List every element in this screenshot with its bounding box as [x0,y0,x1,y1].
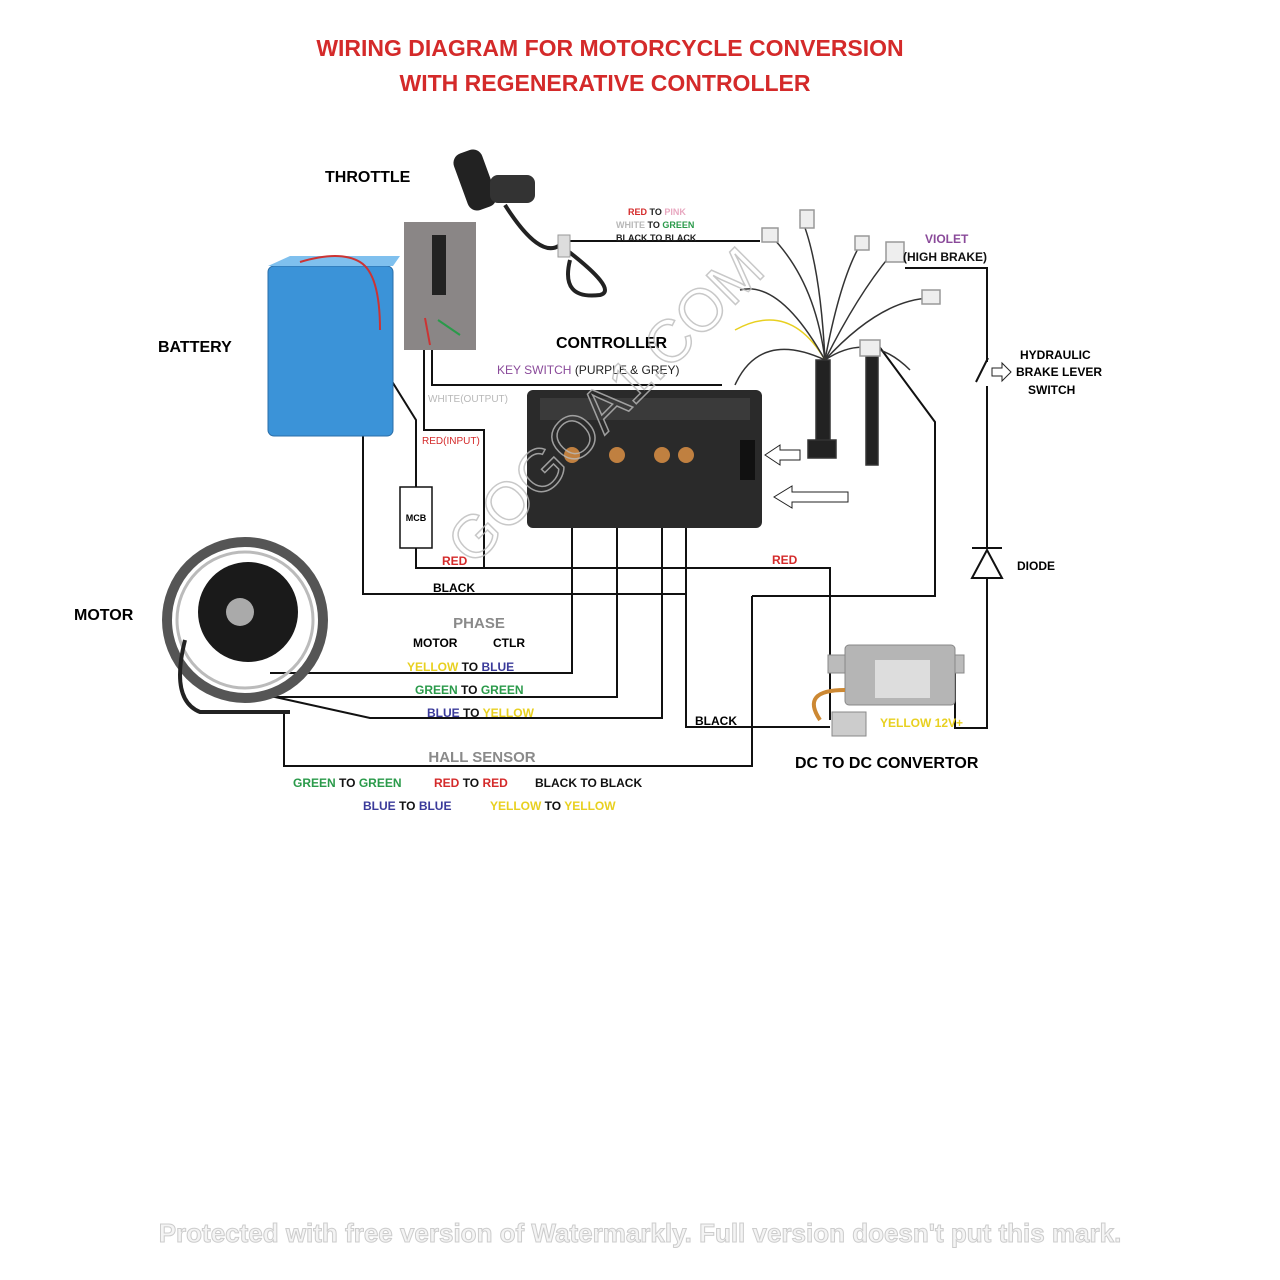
phase-wire-1 [270,528,573,674]
diode-symbol [970,547,1004,579]
phase-wire-2 [270,528,618,698]
mcb-label: MCB [406,513,427,523]
high-brake-label: (HIGH BRAKE) [903,250,987,264]
hall-row: BLACK TO BLACK [535,776,642,790]
arrow-left-icon [764,444,801,466]
brake-switch-label-2: BRAKE LEVER [1016,365,1102,379]
phase-row: YELLOW TO BLUE [407,660,514,674]
arrow-left-icon [773,485,849,509]
key-switch-label: KEY SWITCH (PURPLE & GREY) [497,363,680,377]
phase-wire-3 [274,528,663,719]
controller-image [527,390,762,528]
phase-row: GREEN TO GREEN [415,683,524,697]
battery-image [267,255,400,437]
title-line-1: WIRING DIAGRAM FOR MOTORCYCLE CONVERSION [316,35,903,61]
hall-row: BLUE TO BLUE [363,799,451,813]
red-input-label: RED(INPUT) [422,436,480,447]
hall-row: YELLOW TO YELLOW [490,799,616,813]
yellow-12v-label: YELLOW 12V+ [880,716,963,730]
signal-wire [752,344,936,597]
brake-switch-contact[interactable] [975,357,989,383]
watermark-notice: Protected with free version of Watermark… [159,1218,1122,1248]
red-wire-label: RED [442,554,468,568]
diode-to-converter-wire [954,578,988,729]
phase-ctlr-header: CTLR [493,636,525,650]
throttle-map-row: WHITE TO GREEN [616,220,694,230]
white-output-label: WHITE(OUTPUT) [428,394,508,405]
battery-label: BATTERY [158,339,232,356]
key-switch-wire [431,345,722,386]
black-bottom-label: BLACK [695,714,737,728]
black-wire-label: BLACK [433,581,475,595]
violet-brake-wire [905,267,988,362]
mcb-breaker[interactable] [399,486,433,549]
black-converter-wire [685,528,830,728]
phase-motor-header: MOTOR [413,636,458,650]
key-switch-image [404,222,476,350]
dc-dc-converter-label: DC TO DC CONVERTOR [795,755,979,772]
diode-label: DIODE [1017,559,1055,573]
brake-switch-label-1: HYDRAULIC [1020,348,1091,362]
throttle-image [453,149,607,298]
red-right-label: RED [772,553,798,567]
title-line-2: WITH REGENERATIVE CONTROLLER [399,70,810,96]
throttle-label: THROTTLE [325,169,411,186]
throttle-map-row: BLACK TO BLACK [616,233,697,243]
controller-label: CONTROLLER [556,335,668,352]
violet-label: VIOLET [925,232,969,246]
hall-row: RED TO RED [434,776,508,790]
hall-row: GREEN TO GREEN [293,776,402,790]
battery-positive-wire [387,374,417,487]
hall-sensor-wire [283,596,753,767]
hall-sensor-title: HALL SENSOR [428,749,535,766]
arrow-right-icon [991,361,1012,383]
throttle-map-row: RED TO PINK [628,207,686,217]
motor-image [162,537,328,714]
controller-harness-image [734,209,941,466]
key-red-input-wire [423,345,485,568]
red-positive-wire [415,548,831,720]
throttle-wire-map: RED TO PINK WHITE TO GREEN BLACK TO BLAC… [616,207,697,243]
motor-label: MOTOR [74,607,134,624]
brake-switch-label-3: SWITCH [1028,383,1075,397]
phase-title: PHASE [453,615,505,632]
dc-dc-converter-image [811,644,965,737]
phase-row: BLUE TO YELLOW [427,706,535,720]
